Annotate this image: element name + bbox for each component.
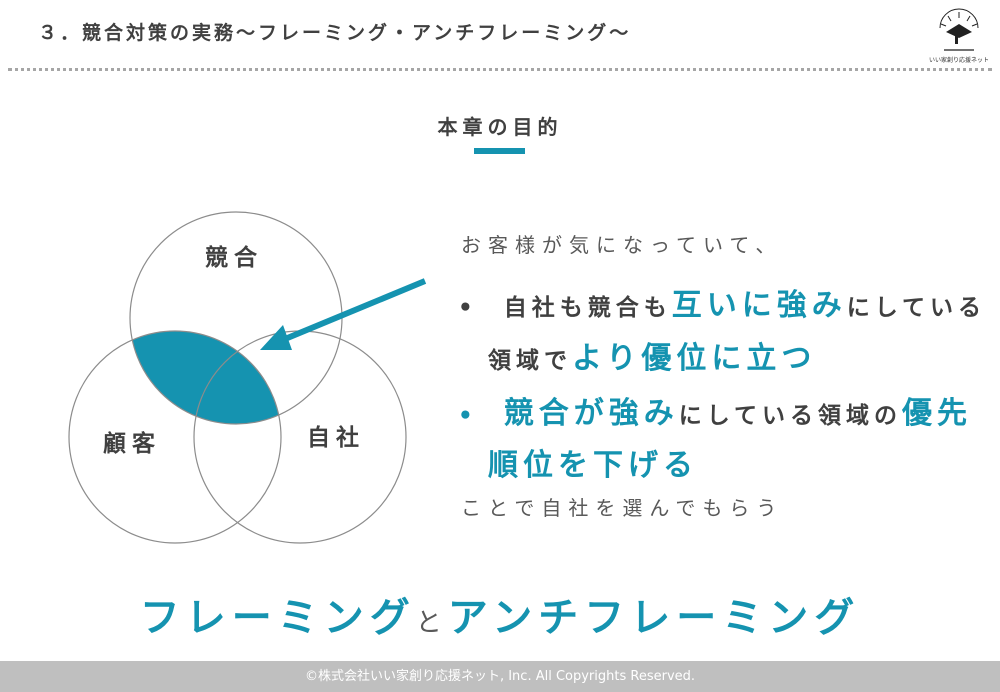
bullet-1-line-2: 領域でより優位に立つ bbox=[488, 333, 816, 377]
venn-circle-customer bbox=[68, 330, 282, 544]
outro-text: ことで自社を選んでもらう bbox=[461, 496, 784, 520]
header-divider bbox=[8, 68, 992, 71]
bullet-2-line-2: 順位を下げる bbox=[488, 440, 698, 484]
bullet-1-line-1: • 自社も競合も互いに強みにしている bbox=[458, 280, 986, 324]
bullet-marker: • bbox=[458, 295, 478, 321]
heading-underline bbox=[474, 148, 525, 154]
highlight-text: 順位を下げる bbox=[488, 448, 698, 483]
arrow-line bbox=[283, 278, 427, 342]
text: にしている領域の bbox=[678, 403, 903, 429]
logo-text: いい家創り応援ネット bbox=[928, 57, 989, 64]
highlight-text: 互いに強み bbox=[671, 288, 847, 323]
footer-copyright: ©株式会社いい家創り応援ネット, Inc. All Copyrights Res… bbox=[0, 661, 1000, 692]
venn-label-competitor: 競合 bbox=[205, 245, 263, 271]
highlight-text: 優先 bbox=[902, 396, 973, 431]
bullet-marker: • bbox=[458, 403, 478, 429]
venn-label-self: 自社 bbox=[307, 425, 365, 451]
slide-title: ３．競合対策の実務～フレーミング・アンチフレーミング～ bbox=[38, 22, 632, 44]
text: にしている bbox=[846, 295, 987, 321]
text: 領域で bbox=[488, 348, 572, 374]
text: 自社も競合も bbox=[503, 295, 672, 321]
arrow-head-icon bbox=[260, 325, 292, 350]
tagline: フレーミングとアンチフレーミング bbox=[0, 585, 1000, 643]
tagline-anti-framing: アンチフレーミング bbox=[447, 595, 861, 641]
tagline-and: と bbox=[415, 608, 448, 638]
venn-overlap-highlight bbox=[130, 331, 281, 424]
highlight-text: 競合が強み bbox=[503, 396, 679, 431]
intro-text: お客様が気になっていて、 bbox=[461, 233, 783, 257]
tagline-framing: フレーミング bbox=[139, 595, 416, 641]
venn-label-customer: 顧客 bbox=[103, 431, 161, 457]
bullet-2-line-1: • 競合が強みにしている領域の優先 bbox=[458, 388, 972, 432]
section-heading: 本章の目的 bbox=[437, 115, 563, 139]
highlight-text: より優位に立つ bbox=[572, 341, 817, 376]
company-logo bbox=[939, 8, 979, 51]
